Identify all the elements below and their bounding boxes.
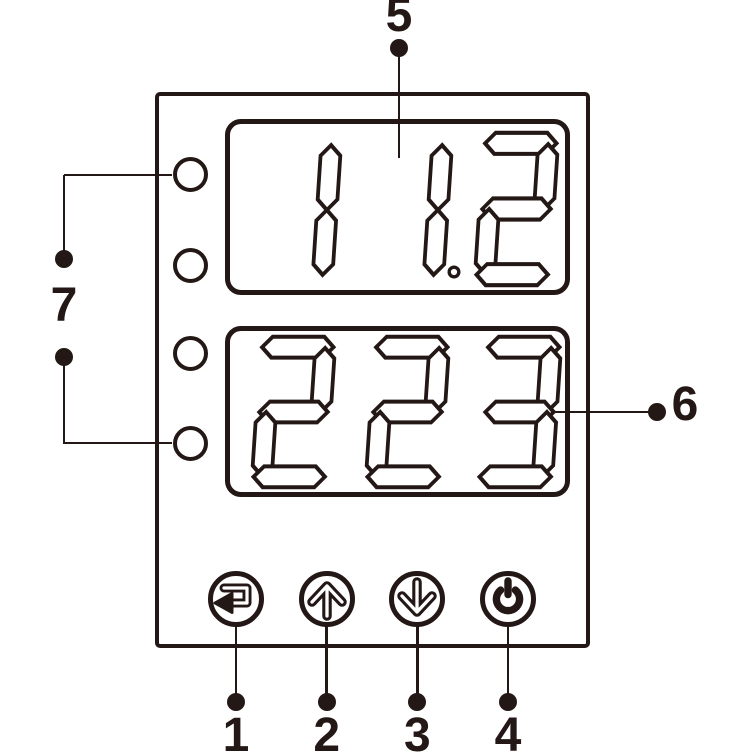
led-indicator-2 [172,247,208,283]
callout-label-button-enter: 1 [222,709,250,756]
arrow-up-icon [306,581,347,621]
callout-dot-lower-display [648,403,666,421]
seven-segment-digit-3 [476,334,563,490]
seven-segment-digit-1 [422,142,454,278]
led-indicator-4 [172,425,208,461]
callout-line-button-up [325,624,328,702]
callout-line-led-bottom [64,441,172,445]
callout-line-led-top [64,173,172,177]
callout-line-upper-display [397,48,401,158]
callout-line-button-down [416,624,419,702]
decimal-point [447,265,461,279]
callout-dot-led-bottom [55,348,73,366]
callout-line-led-top [62,175,66,260]
callout-label-lower-display: 6 [671,378,699,431]
callout-label-button-up: 2 [313,709,341,756]
arrow-down-icon [397,577,438,617]
seven-segment-digit-2 [250,334,337,490]
callout-dot-button-up [317,693,336,711]
callout-line-lower-display [552,410,657,414]
callout-line-button-enter [234,624,238,702]
return-icon [213,583,252,614]
callout-dot-button-down [408,693,427,711]
down-button[interactable] [389,571,446,627]
callout-dot-upper-display [390,39,408,57]
power-icon [492,577,524,615]
seven-segment-digit-2 [473,130,560,288]
power-button[interactable] [480,571,536,627]
callout-line-led-bottom [62,356,66,444]
callout-label-leds: 7 [50,279,78,332]
callout-dot-button-enter [227,693,245,711]
seven-segment-digit-1 [311,142,343,278]
callout-label-button-down: 3 [403,709,431,756]
callout-line-button-power [506,624,510,702]
callout-label-button-power: 4 [494,709,522,756]
up-button[interactable] [298,571,355,627]
callout-label-upper-display: 5 [385,0,413,42]
seven-segment-digit-2 [364,334,451,490]
led-indicator-3 [172,335,208,371]
callout-dot-button-power [499,693,517,711]
enter-button[interactable] [208,571,264,627]
callout-dot-led-top [55,250,73,268]
led-indicator-1 [172,156,208,192]
